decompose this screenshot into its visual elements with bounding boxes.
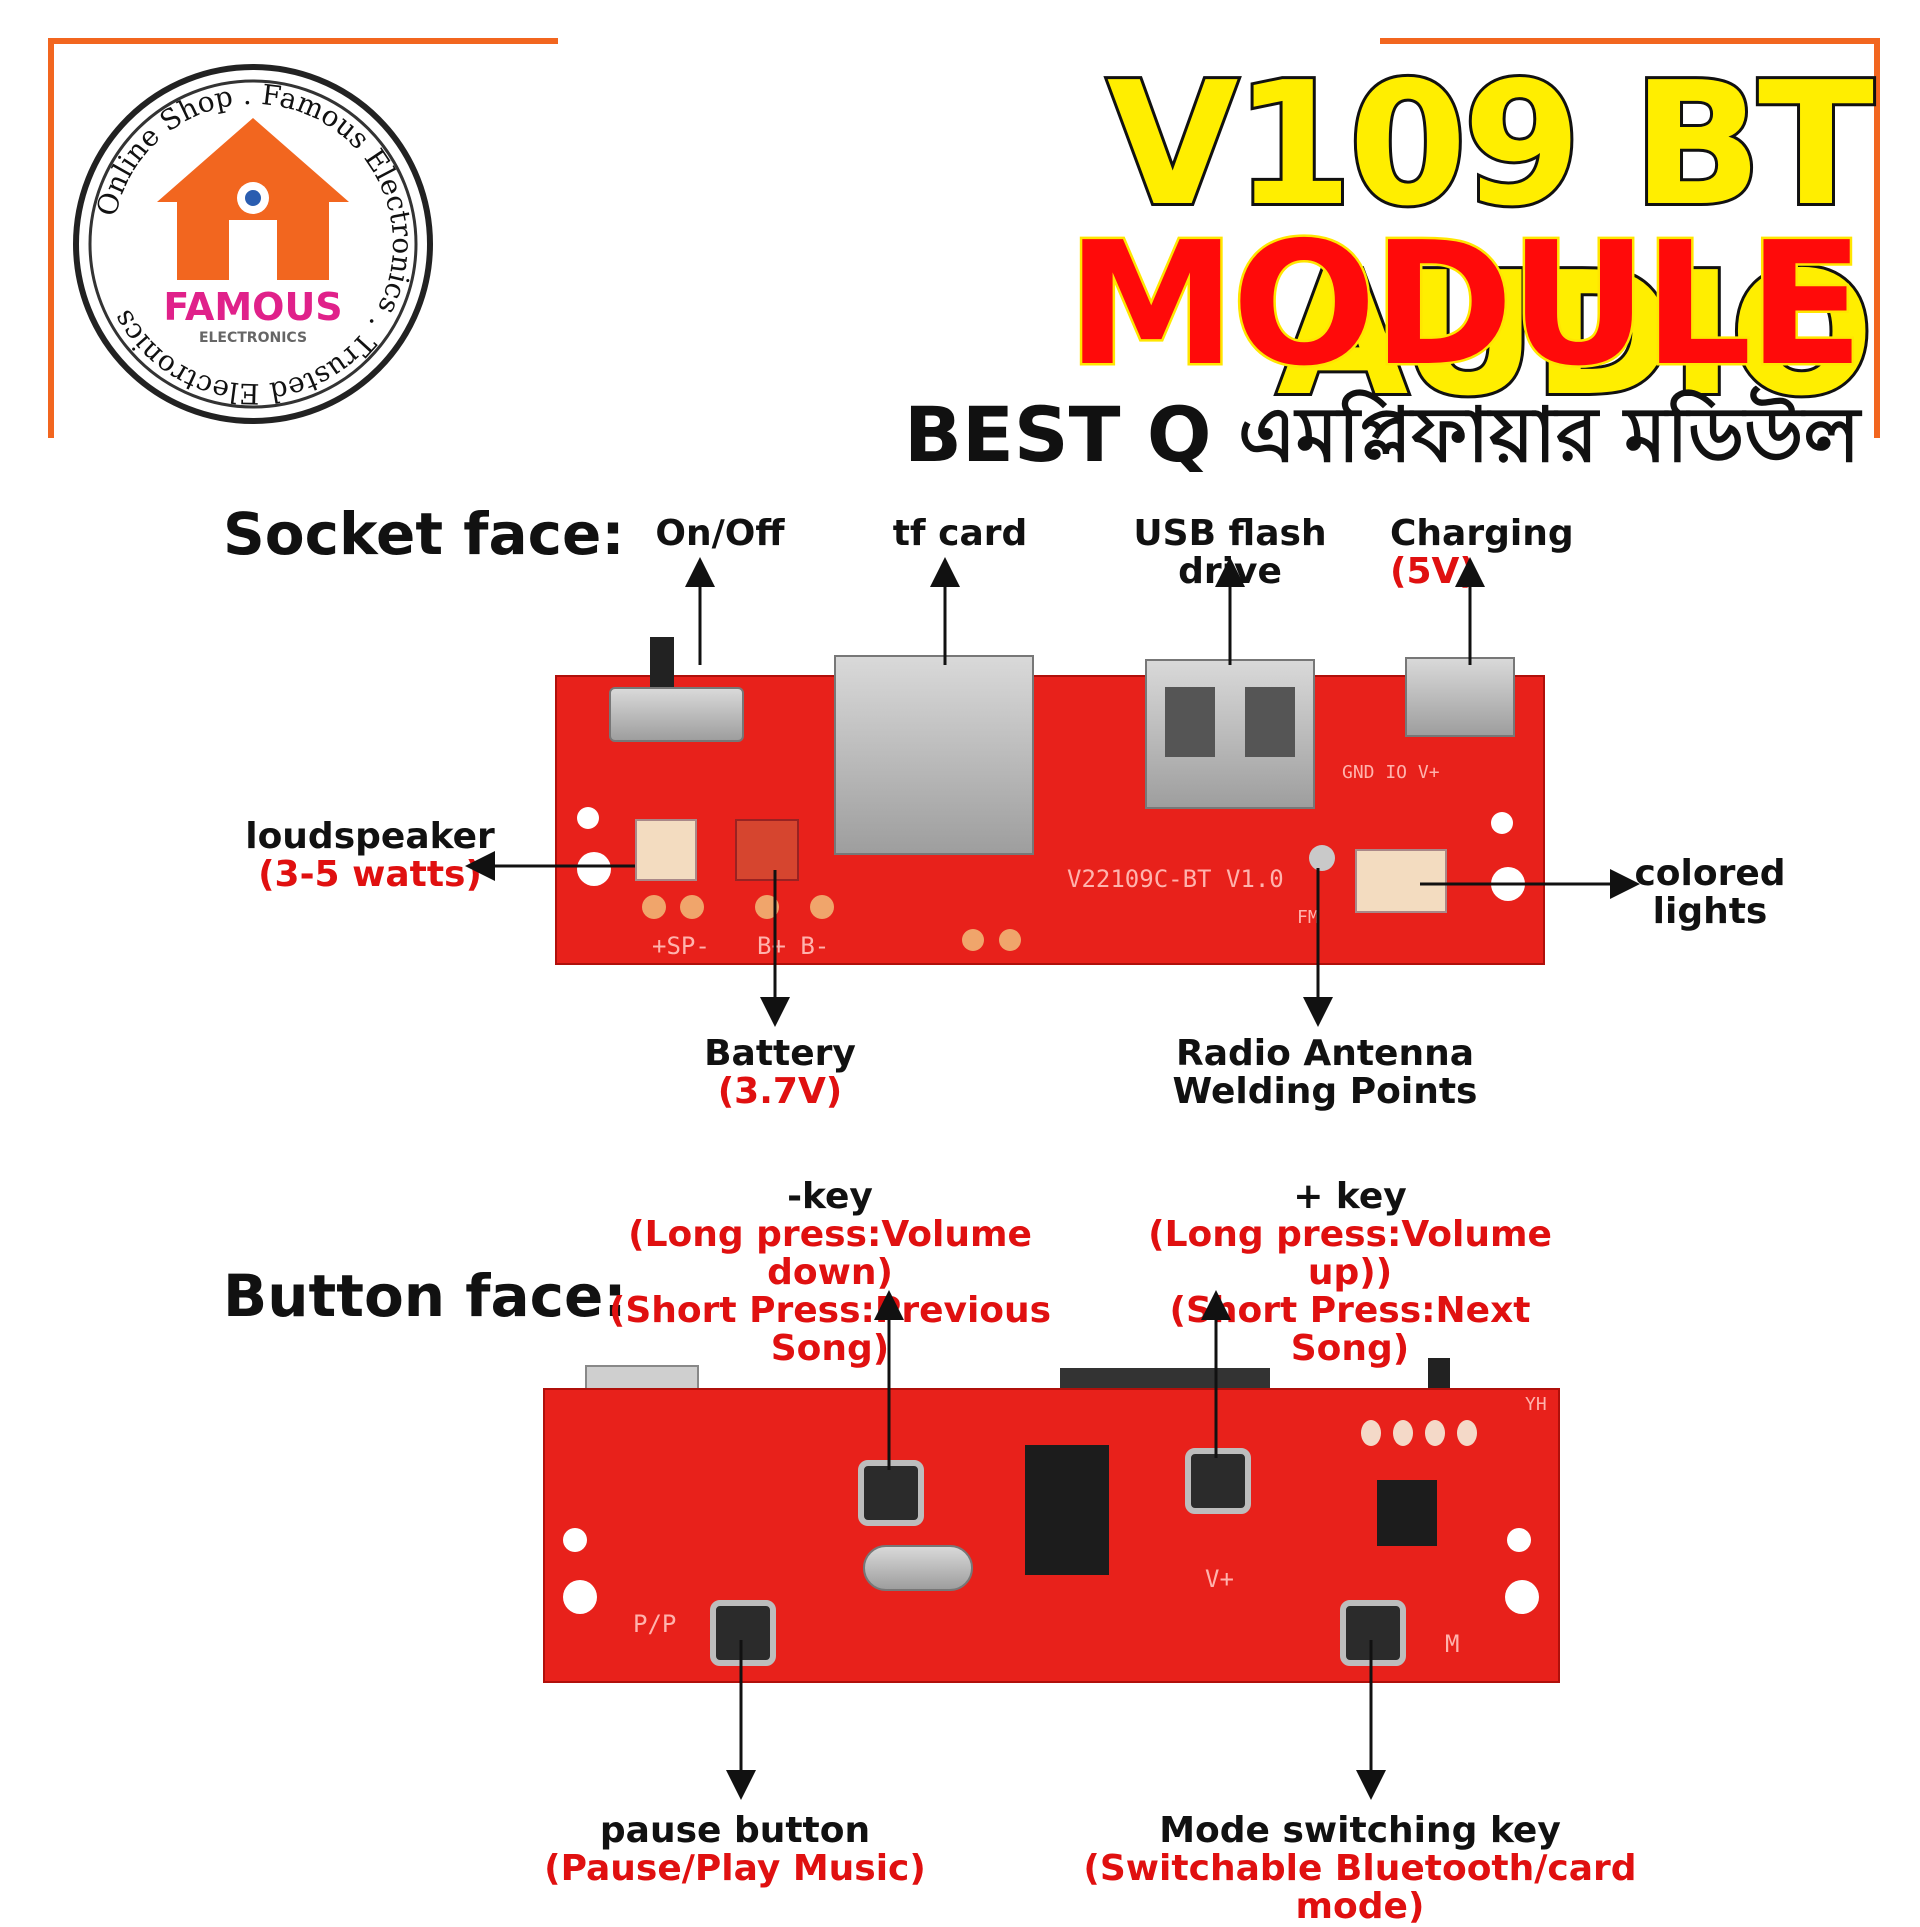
label-radio-antenna: Radio Antenna Welding Points bbox=[1150, 1035, 1500, 1111]
socket-face-label: Socket face: bbox=[223, 500, 625, 568]
plus-key-text: + key bbox=[1293, 1176, 1407, 1217]
battery-connector bbox=[735, 819, 799, 881]
mode-switching-text: Mode switching key bbox=[1159, 1810, 1561, 1851]
minus-key-short: (Short Press:Previous Song) bbox=[608, 1290, 1052, 1369]
logo-sub-text: ELECTRONICS bbox=[199, 330, 307, 346]
frame-left bbox=[48, 38, 54, 438]
silk-gnd-io: GND IO V+ bbox=[1342, 762, 1440, 783]
mounting-hole-1 bbox=[577, 807, 599, 829]
crystal-oscillator bbox=[863, 1545, 973, 1591]
pad-1 bbox=[642, 895, 666, 919]
frame-top-right bbox=[1380, 38, 1880, 44]
logo-graphic: Online Shop . Famous Electronics . Trust… bbox=[88, 78, 419, 410]
button-pcb-switch-lever bbox=[1428, 1358, 1450, 1390]
charging-text: Charging bbox=[1390, 513, 1574, 554]
title-v109-bt-audio: V109 BT AUDIO bbox=[1104, 46, 1877, 434]
silk-v: V+ bbox=[1205, 1565, 1234, 1593]
switch-lever bbox=[650, 637, 674, 687]
amp-ic-chip bbox=[1377, 1480, 1437, 1546]
pad-4 bbox=[810, 895, 834, 919]
battery-voltage: (3.7V) bbox=[717, 1071, 843, 1112]
button-mounting-hole-3 bbox=[1507, 1528, 1531, 1552]
frame-top-left bbox=[48, 38, 558, 44]
silk-battery: B+ B- bbox=[757, 932, 830, 960]
label-mode-switching-key: Mode switching key (Switchable Bluetooth… bbox=[1050, 1812, 1670, 1926]
pause-button-text: pause button bbox=[599, 1810, 871, 1851]
label-battery: Battery (3.7V) bbox=[680, 1035, 880, 1111]
button-mounting-hole-1 bbox=[563, 1528, 587, 1552]
button-face-label: Button face: bbox=[223, 1262, 627, 1330]
minus-key-button bbox=[858, 1460, 924, 1526]
main-ic-chip bbox=[1025, 1445, 1109, 1575]
mounting-hole-3 bbox=[1491, 812, 1513, 834]
usb-port-opening bbox=[1165, 687, 1215, 757]
label-colored-lights: colored lights bbox=[1620, 855, 1800, 931]
antenna-pad bbox=[1309, 845, 1335, 871]
speaker-connector bbox=[635, 819, 697, 881]
plus-key-button bbox=[1185, 1448, 1251, 1514]
mounting-hole-2 bbox=[577, 852, 611, 886]
pause-button bbox=[710, 1600, 776, 1666]
tf-card-slot bbox=[834, 655, 1034, 855]
colored-lights-line2: lights bbox=[1652, 891, 1768, 932]
loudspeaker-text: loudspeaker bbox=[245, 816, 495, 857]
pause-button-desc: (Pause/Play Music) bbox=[544, 1848, 926, 1889]
silk-m: M bbox=[1445, 1630, 1460, 1658]
button-mounting-hole-2 bbox=[563, 1580, 597, 1614]
radio-antenna-line2: Welding Points bbox=[1172, 1071, 1478, 1112]
pad-5 bbox=[962, 929, 984, 951]
slide-switch bbox=[609, 687, 744, 742]
title-module: MODULE bbox=[1064, 206, 1866, 404]
label-tf-card: tf card bbox=[892, 513, 1028, 554]
minus-key-text: -key bbox=[787, 1176, 873, 1217]
button-mounting-hole-4 bbox=[1505, 1580, 1539, 1614]
plus-key-long: (Long press:Volume up)) bbox=[1148, 1214, 1552, 1293]
led-pad-1 bbox=[1361, 1420, 1381, 1446]
label-minus-key: -key (Long press:Volume down) (Short Pre… bbox=[580, 1178, 1080, 1368]
frame-right bbox=[1874, 38, 1880, 438]
pad-2 bbox=[680, 895, 704, 919]
loudspeaker-watts: (3-5 watts) bbox=[258, 854, 482, 895]
led-pad-3 bbox=[1425, 1420, 1445, 1446]
led-pad-4 bbox=[1457, 1420, 1477, 1446]
button-face-pcb: P/P M V+ YH bbox=[543, 1388, 1560, 1683]
silk-board-name: V22109C-BT V1.0 bbox=[1067, 865, 1284, 893]
usb-port-opening-2 bbox=[1245, 687, 1295, 757]
silk-pp: P/P bbox=[633, 1610, 677, 1638]
silk-fm: FM bbox=[1297, 907, 1319, 928]
battery-text: Battery bbox=[704, 1033, 856, 1074]
label-on-off: On/Off bbox=[655, 513, 785, 554]
silk-yh: YH bbox=[1525, 1394, 1547, 1415]
label-charging: Charging (5V) bbox=[1390, 515, 1650, 591]
lights-connector bbox=[1355, 849, 1447, 913]
mode-switching-desc: (Switchable Bluetooth/card mode) bbox=[1083, 1848, 1637, 1927]
micro-usb-port bbox=[1405, 657, 1515, 737]
silk-sp: +SP- bbox=[652, 932, 710, 960]
socket-face-pcb: V22109C-BT V1.0 +SP- B+ B- GND IO V+ FM bbox=[555, 637, 1545, 965]
label-loudspeaker: loudspeaker (3-5 watts) bbox=[240, 818, 500, 894]
radio-antenna-line1: Radio Antenna bbox=[1175, 1033, 1475, 1074]
colored-lights-line1: colored bbox=[1634, 853, 1786, 894]
led-pad-2 bbox=[1393, 1420, 1413, 1446]
shop-logo: Online Shop . Famous Electronics . Trust… bbox=[73, 64, 433, 424]
title-bengali-subtitle: BEST Q এমপ্লিফায়ার মডিউল bbox=[904, 390, 1860, 479]
mode-switch-button bbox=[1340, 1600, 1406, 1666]
label-pause-button: pause button (Pause/Play Music) bbox=[520, 1812, 950, 1888]
pad-6 bbox=[999, 929, 1021, 951]
logo-brand-text: FAMOUS bbox=[163, 285, 342, 329]
minus-key-long: (Long press:Volume down) bbox=[628, 1214, 1032, 1293]
